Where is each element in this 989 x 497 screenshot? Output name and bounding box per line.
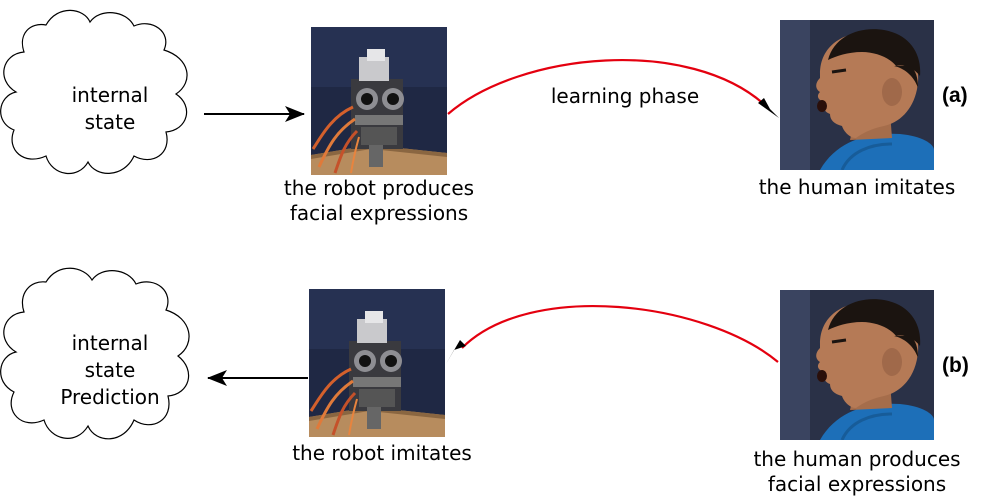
learning-phase-label: learning phase [550, 84, 700, 108]
robot-caption-a: the robot produces facial expressions [248, 176, 510, 226]
arrow-robot-to-human-learning [447, 59, 767, 115]
cloud-a-line2: state [84, 110, 136, 134]
robot-caption-a-line1: the robot produces [283, 176, 475, 200]
cloud-b-line2: state [84, 358, 136, 382]
human-caption-b-line1: the human produces [753, 447, 961, 471]
panel-tag-b: (b) [942, 354, 969, 377]
human-photo-a [780, 20, 934, 170]
arrow-human-to-robot [461, 305, 779, 363]
human-caption-b: the human produces facial expressions [728, 447, 986, 497]
human-photo-b [780, 290, 934, 440]
cloud-shape-b [0, 267, 190, 440]
human-caption-b-line2: facial expressions [767, 472, 947, 496]
cloud-b-text: internal state Prediction [40, 330, 180, 411]
robot-caption-a-line2: facial expressions [289, 201, 469, 225]
cloud-b-line3: Prediction [60, 385, 160, 409]
human-caption-a: the human imitates [758, 175, 956, 199]
cloud-b-line1: internal [71, 331, 149, 355]
robot-photo-a [311, 27, 447, 175]
arrowhead-red-a [758, 98, 779, 118]
arrowhead-red-b [446, 340, 466, 364]
cloud-a-line1: internal [71, 83, 149, 107]
robot-photo-b [309, 289, 445, 437]
robot-caption-b: the robot imitates [292, 441, 472, 465]
panel-tag-a: (a) [942, 84, 968, 107]
cloud-shape-a [0, 9, 188, 175]
cloud-a-text: internal state [40, 82, 180, 136]
